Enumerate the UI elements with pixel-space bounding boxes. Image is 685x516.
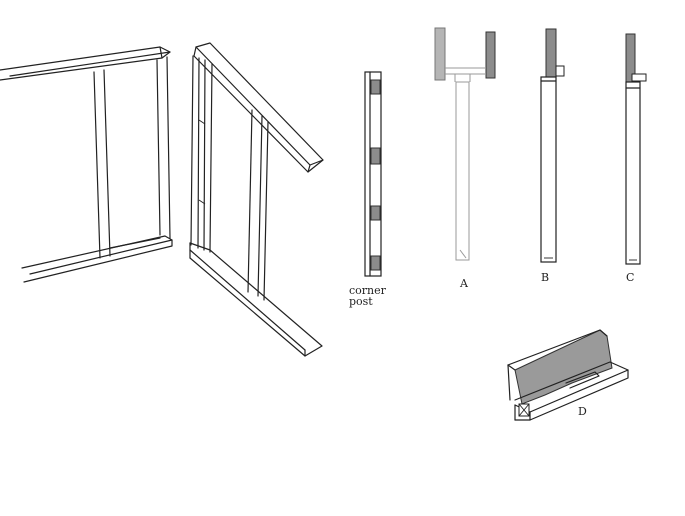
corner-post-illustration bbox=[364, 71, 382, 277]
front-wall-frame bbox=[0, 46, 173, 283]
detail-c-illustration bbox=[625, 33, 647, 265]
side-wall-frame bbox=[189, 42, 324, 357]
corner-post-label-line1: corner bbox=[349, 284, 387, 297]
detail-b-label: B bbox=[541, 271, 549, 284]
detail-c-label: C bbox=[626, 271, 634, 284]
detail-d-illustration bbox=[507, 329, 629, 421]
corner-post-label-line2: post bbox=[349, 295, 373, 308]
detail-b-illustration bbox=[540, 28, 565, 263]
detail-a-label: A bbox=[459, 277, 469, 290]
detail-d-label: D bbox=[578, 405, 587, 418]
detail-a-illustration bbox=[434, 27, 496, 261]
